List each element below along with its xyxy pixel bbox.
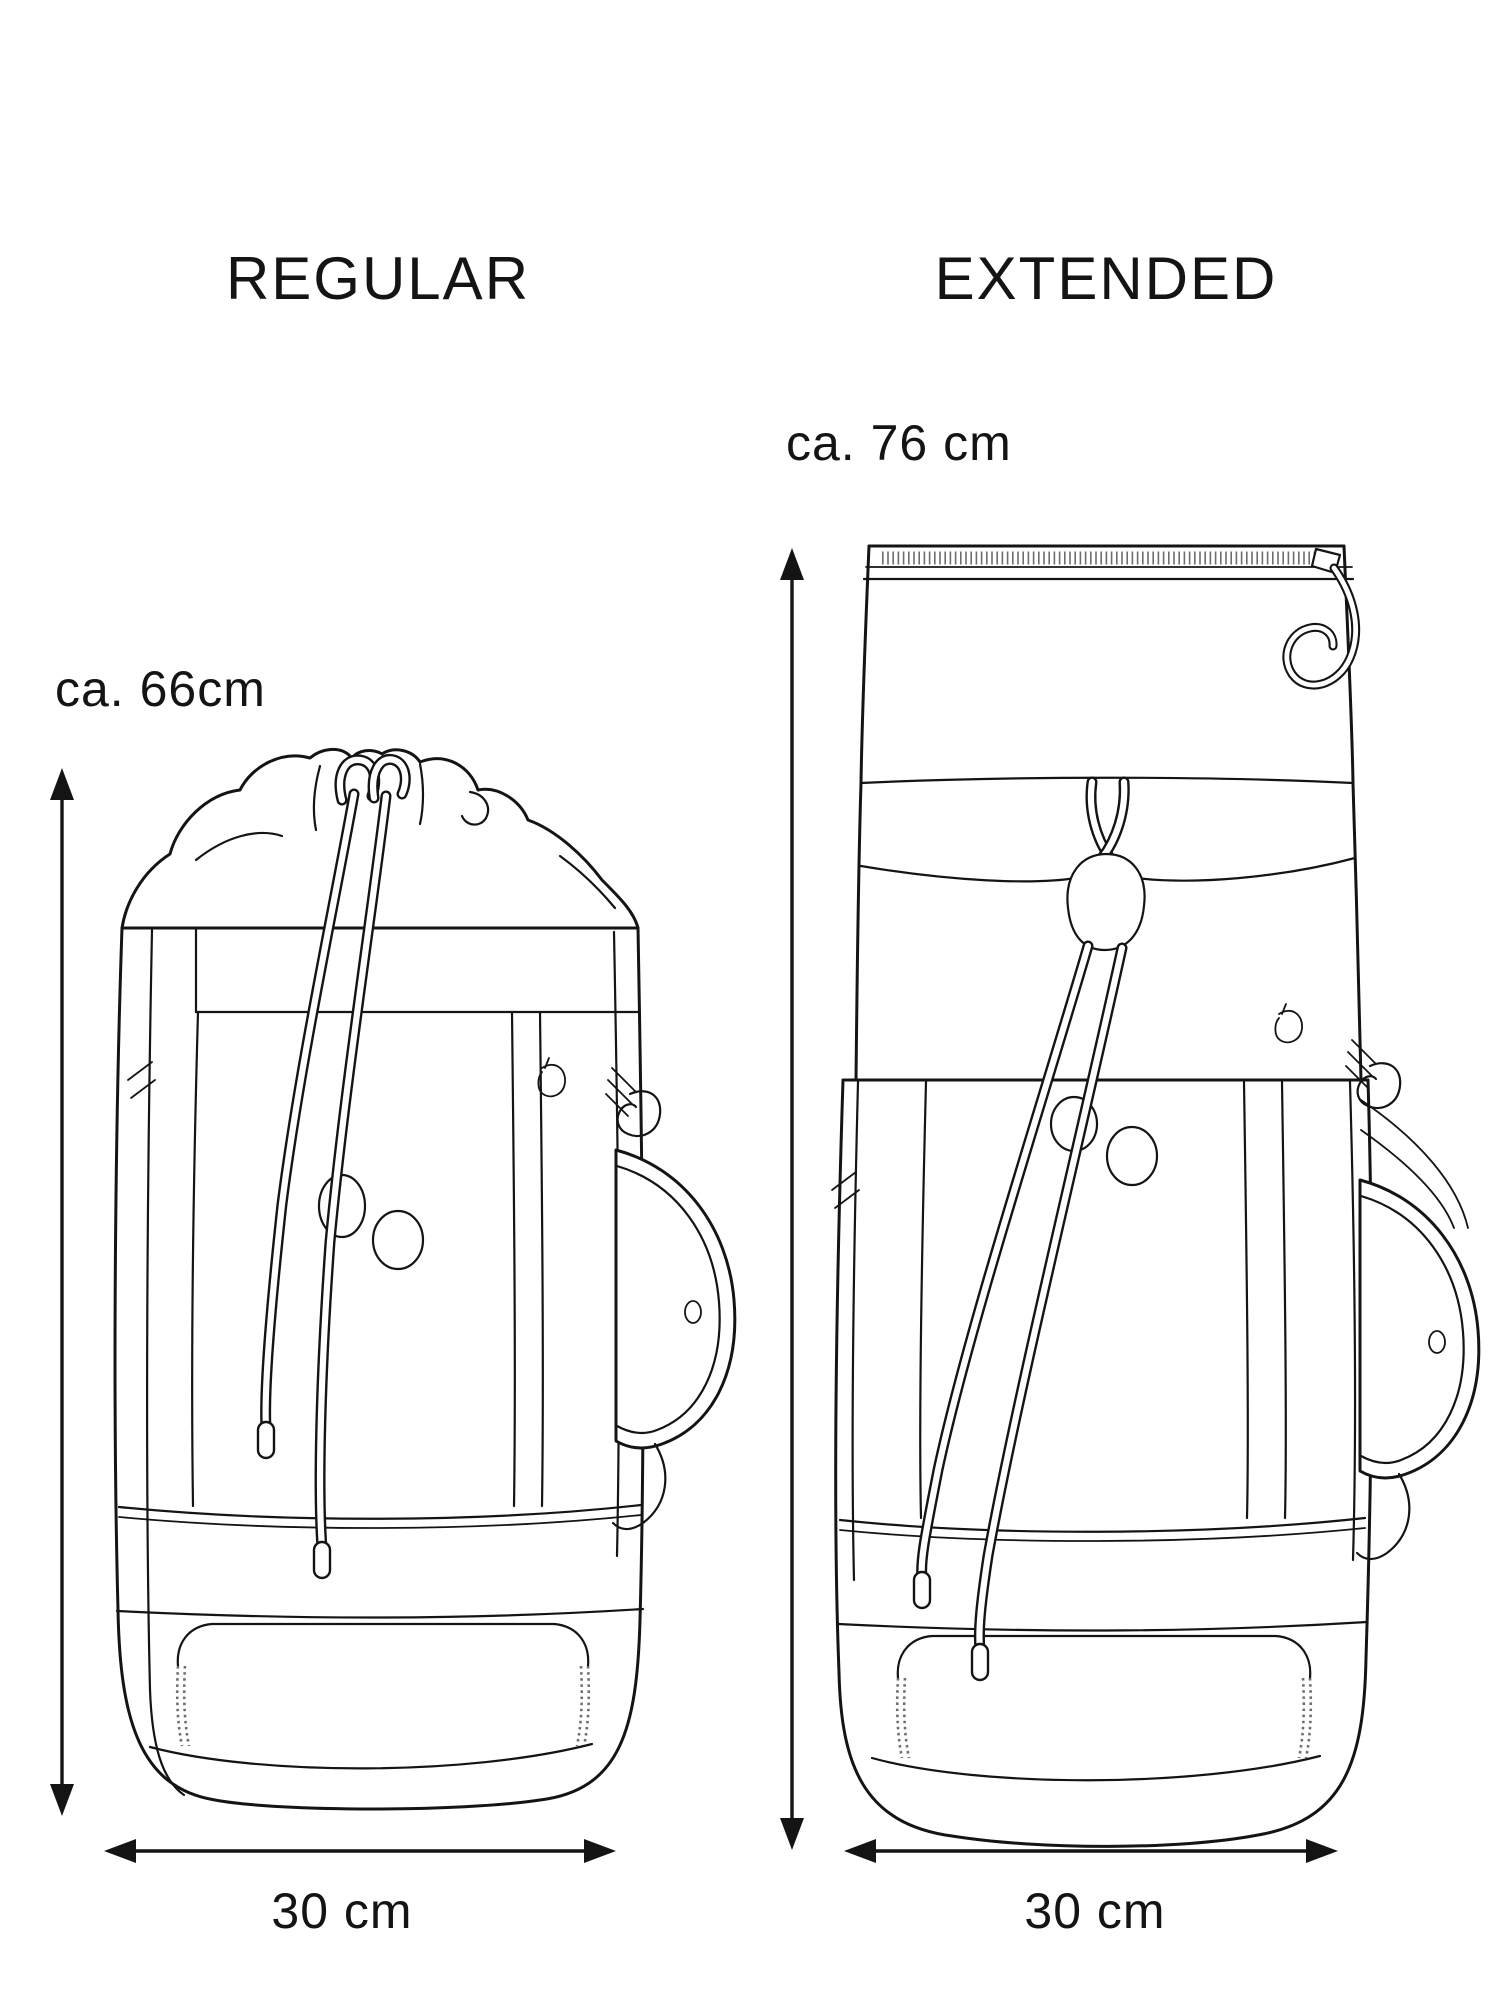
collar-top-edge: [859, 776, 1355, 785]
front-panel-seam: [538, 1010, 544, 1508]
lower-band-bottom-edge: [115, 1607, 645, 1619]
hanger-loop: [1274, 1003, 1303, 1044]
width-arrow-regular: [104, 1839, 616, 1863]
collar-bottom-edge: [1134, 856, 1357, 882]
column-title-extended: EXTENDED: [934, 245, 1278, 312]
bottom-zipper-coil: [1304, 1677, 1313, 1759]
front-panel-seam: [1280, 1080, 1287, 1520]
zipper-pull-cord: [1282, 563, 1361, 690]
front-panel-seam: [919, 1080, 928, 1520]
bottom-zipper-coil: [582, 1665, 591, 1747]
left-side-seam: [146, 928, 186, 1797]
bottom-panel-seam: [870, 1754, 1322, 1782]
lower-band-top-edge: [838, 1516, 1367, 1533]
side-pocket: [1358, 1178, 1481, 1480]
height-arrow-regular: [50, 768, 74, 1816]
strap-sweep-line: [1360, 1099, 1469, 1229]
pocket-snap: [684, 1300, 702, 1324]
right-side-seam: [1348, 1080, 1357, 1562]
column-title-regular: REGULAR: [225, 245, 531, 312]
brand-logo-circle: [1105, 1125, 1159, 1187]
fabric-fold-line: [194, 832, 284, 862]
cord-lock-toggle: [1066, 852, 1146, 952]
front-panel-seam: [1242, 1080, 1249, 1520]
carabiner-hook: [616, 1090, 662, 1138]
cord-aglet: [256, 1420, 276, 1460]
side-pocket-rim: [1359, 1194, 1465, 1465]
strap-sweep-line: [1360, 1129, 1455, 1229]
width-arrow-extended: [844, 1839, 1338, 1863]
lower-band-top-edge-inner: [839, 1527, 1366, 1542]
lower-band-top-edge-inner: [118, 1514, 642, 1529]
backpack-body-outline: [113, 926, 645, 1811]
fabric-curl-detail: [460, 790, 490, 826]
side-notch: [831, 1171, 860, 1209]
carabiner-hook: [1356, 1062, 1402, 1110]
drawstring-cords: [912, 776, 1146, 1682]
bottom-compartment-opening: [176, 1622, 590, 1668]
side-pocket-tail: [611, 1442, 667, 1531]
fabric-fold-line: [558, 854, 617, 910]
fabric-fold-line: [312, 764, 322, 832]
side-pocket-tail: [1355, 1472, 1411, 1561]
bottom-compartment-opening: [896, 1634, 1312, 1680]
height-arrow-extended: [780, 548, 804, 1850]
regular-backpack-illustration: [113, 748, 737, 1811]
lower-band-bottom-edge: [836, 1620, 1369, 1632]
extended-backpack-illustration: [831, 544, 1481, 1848]
lower-band-top-edge: [117, 1503, 643, 1520]
backpack-body-outline: [834, 1078, 1374, 1848]
pocket-snap: [1428, 1330, 1446, 1354]
bottom-zipper-coil: [902, 1677, 911, 1759]
bottom-zipper-coil: [182, 1665, 191, 1747]
side-notch: [127, 1061, 156, 1099]
bottom-zipper-coil: [575, 1665, 584, 1747]
side-pocket: [614, 1148, 737, 1450]
front-panel-seam: [510, 1010, 516, 1508]
brand-logo-circle: [371, 1209, 425, 1271]
strap-webbing-hatch: [605, 1067, 637, 1117]
left-side-seam: [851, 1080, 860, 1582]
bottom-zipper-coil: [895, 1677, 904, 1759]
width-label-regular: 30 cm: [271, 1883, 413, 1939]
fabric-fold-line: [418, 762, 425, 826]
cord-aglet: [312, 1540, 332, 1580]
strap-webbing-hatch: [1345, 1039, 1377, 1089]
height-label-regular: ca. 66cm: [55, 661, 266, 717]
cord-aglet: [912, 1570, 932, 1610]
drawstring-cords: [256, 753, 411, 1580]
bottom-zipper-coil: [1297, 1677, 1306, 1759]
bottom-zipper-coil: [175, 1665, 184, 1747]
height-label-extended: ca. 76 cm: [786, 415, 1012, 471]
hanger-loop: [537, 1057, 566, 1098]
extension-left-edge: [854, 544, 871, 1082]
bottom-panel-seam: [148, 1742, 594, 1770]
side-pocket-rim: [615, 1164, 721, 1435]
width-label-extended: 30 cm: [1024, 1883, 1166, 1939]
collar-bottom-edge: [859, 864, 1078, 883]
cord-aglet: [970, 1642, 990, 1682]
front-panel-seam: [191, 1010, 200, 1508]
